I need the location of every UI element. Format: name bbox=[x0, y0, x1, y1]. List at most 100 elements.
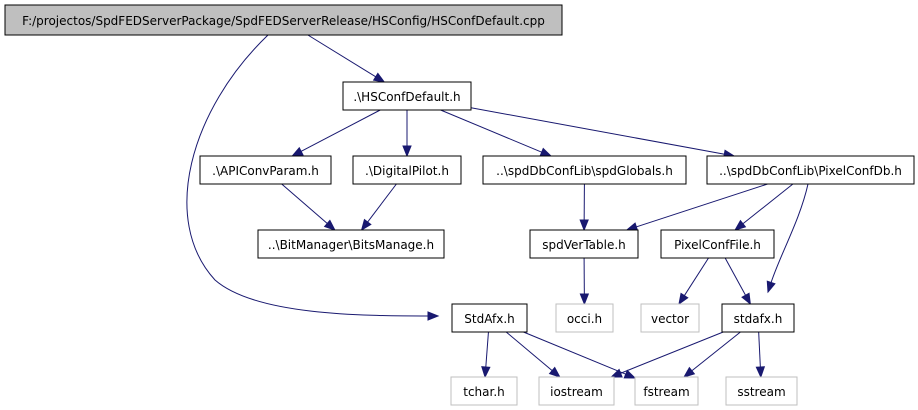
edge-pixelconffile_h-to-vector bbox=[678, 257, 709, 306]
node-label: StdAfx.h bbox=[464, 312, 514, 326]
node-pixelconffile-h[interactable]: PixelConfFile.h bbox=[660, 229, 775, 259]
node-digitalpilot-h[interactable]: .\DigitalPilot.h bbox=[352, 155, 462, 185]
node-box bbox=[538, 376, 615, 406]
edge-line bbox=[307, 34, 377, 78]
edge-arrowhead bbox=[372, 72, 386, 83]
edge-line bbox=[741, 183, 794, 225]
node-label: fstream bbox=[643, 385, 689, 399]
node-spdglobals-h[interactable]: ..\spdDbConfLib\spdGlobals.h bbox=[482, 155, 687, 185]
node-box[interactable] bbox=[529, 229, 639, 259]
node-box bbox=[450, 376, 518, 406]
edge-stdafx_h_upper-to-fstream bbox=[523, 331, 637, 379]
node-iostream: iostream bbox=[538, 376, 615, 406]
edge-arrowhead bbox=[579, 219, 589, 232]
edge-line bbox=[770, 183, 809, 284]
node-box[interactable] bbox=[342, 81, 472, 111]
edge-arrowhead bbox=[734, 219, 747, 231]
edge-line bbox=[619, 331, 724, 375]
edge-arrowhead bbox=[323, 219, 336, 231]
edge-hsconfdefault_h-to-apiconvparam_h bbox=[291, 109, 381, 157]
node-label: sstream bbox=[737, 385, 785, 399]
node-label: stdafx.h bbox=[734, 312, 783, 326]
edge-hsconfdefault_h-to-pixelconfdb_h bbox=[470, 107, 736, 159]
edge-arrowhead bbox=[360, 218, 372, 232]
node-box bbox=[725, 376, 798, 406]
node-box[interactable] bbox=[199, 155, 332, 185]
node-box bbox=[640, 303, 700, 333]
node-label: ..\BitManager\BitsManage.h bbox=[268, 238, 434, 252]
node-bitsmanage-h[interactable]: ..\BitManager\BitsManage.h bbox=[257, 229, 445, 259]
edge-arrowhead bbox=[678, 292, 689, 306]
node-box[interactable] bbox=[721, 303, 795, 333]
node-box bbox=[555, 303, 614, 333]
edge-line bbox=[635, 183, 768, 228]
node-box[interactable] bbox=[482, 155, 687, 185]
node-vector: vector bbox=[640, 303, 700, 333]
edge-arrowhead bbox=[682, 366, 696, 378]
edge-root-to-stdafx_h_upper bbox=[186, 34, 440, 321]
edge-arrowhead bbox=[481, 366, 491, 379]
node-sstream: sstream bbox=[725, 376, 798, 406]
edge-pixelconffile_h-to-stdafx_h_lower bbox=[724, 257, 751, 306]
node-pixelconfdb-h[interactable]: ..\spdDbConfLib\PixelConfDb.h bbox=[706, 155, 915, 185]
node-spdvertable-h[interactable]: spdVerTable.h bbox=[529, 229, 639, 259]
node-occi-h: occi.h bbox=[555, 303, 614, 333]
edge-line bbox=[523, 331, 627, 376]
node-tchar-h: tchar.h bbox=[450, 376, 518, 406]
edge-digitalpilot_h-to-bitsmanage_h bbox=[360, 183, 397, 232]
edge-line bbox=[683, 257, 709, 297]
edge-pixelconfdb_h-to-pixelconffile_h bbox=[734, 183, 794, 231]
node-apiconvparam-h[interactable]: .\APIConvParam.h bbox=[199, 155, 332, 185]
edge-stdafx_h_lower-to-iostream bbox=[610, 331, 724, 378]
edge-arrowhead bbox=[623, 369, 637, 379]
node-label: .\APIConvParam.h bbox=[212, 164, 319, 178]
edges-layer bbox=[186, 34, 809, 379]
edge-line bbox=[690, 331, 741, 372]
edge-line bbox=[470, 107, 726, 155]
edge-pixelconfdb_h-to-spdvertable_h bbox=[625, 183, 768, 232]
node-label: iostream bbox=[550, 385, 603, 399]
edge-hsconfdefault_h-to-digitalpilot_h bbox=[402, 110, 412, 158]
node-label: tchar.h bbox=[463, 385, 505, 399]
node-stdafx-h-lower[interactable]: stdafx.h bbox=[721, 303, 795, 333]
edge-arrowhead bbox=[539, 147, 553, 157]
edge-arrowhead bbox=[741, 292, 751, 306]
node-label: ..\spdDbConfLib\spdGlobals.h bbox=[496, 164, 673, 178]
edge-line bbox=[505, 331, 554, 372]
edge-stdafx_h_lower-to-sstream bbox=[755, 331, 766, 379]
node-label: .\DigitalPilot.h bbox=[365, 164, 449, 178]
edge-line bbox=[281, 183, 329, 225]
edge-arrowhead bbox=[427, 311, 440, 321]
node-label: ..\spdDbConfLib\PixelConfDb.h bbox=[719, 164, 902, 178]
node-hsconfdefault-h[interactable]: .\HSConfDefault.h bbox=[342, 81, 472, 111]
node-box[interactable] bbox=[352, 155, 462, 185]
edge-line bbox=[300, 109, 381, 153]
node-box[interactable] bbox=[706, 155, 915, 185]
node-label: PixelConfFile.h bbox=[674, 238, 761, 252]
edge-root-to-hsconfdefault_h bbox=[307, 34, 386, 83]
node-box[interactable] bbox=[257, 229, 445, 259]
node-label: spdVerTable.h bbox=[542, 238, 626, 252]
edge-stdafx_h_lower-to-fstream bbox=[682, 331, 741, 378]
edge-arrowhead bbox=[402, 145, 412, 158]
edge-line bbox=[440, 109, 543, 153]
node-root[interactable]: F:/projectos/SpdFEDServerPackage/SpdFEDS… bbox=[4, 4, 563, 36]
edge-stdafx_h_upper-to-iostream bbox=[505, 331, 561, 378]
node-box[interactable] bbox=[660, 229, 775, 259]
edge-spdvertable_h-to-occi_h bbox=[579, 257, 590, 306]
edge-arrowhead bbox=[548, 366, 561, 378]
edge-stdafx_h_upper-to-tchar_h bbox=[481, 331, 491, 379]
node-label: occi.h bbox=[567, 312, 602, 326]
edge-spdglobals_h-to-spdvertable_h bbox=[579, 183, 589, 232]
node-box bbox=[634, 376, 699, 406]
edge-arrowhead bbox=[755, 366, 766, 379]
edge-line bbox=[724, 257, 747, 297]
edge-arrowhead bbox=[766, 280, 776, 294]
edge-pixelconfdb_h-to-stdafx_h_lower bbox=[766, 183, 809, 294]
node-label: .\HSConfDefault.h bbox=[353, 90, 460, 104]
node-box[interactable] bbox=[4, 4, 563, 36]
node-stdafx-h-upper[interactable]: StdAfx.h bbox=[451, 303, 528, 333]
node-box[interactable] bbox=[451, 303, 528, 333]
edge-arrowhead bbox=[610, 368, 623, 378]
